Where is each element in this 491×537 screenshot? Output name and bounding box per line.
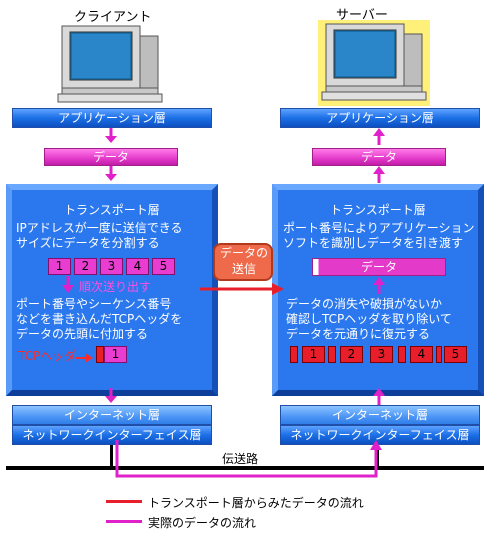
server-title: サーバー [336,8,388,23]
server-internet-layer: インターネット層 [280,405,480,425]
server-segment-2: 2 [340,346,363,363]
server-transport-text1: ポート番号によりアプリケーション ソフトを識別しデータを引き渡す [283,221,475,250]
client-segment-5: 5 [152,258,175,275]
client-down-arrow-1 [104,128,118,148]
server-computer-icon [318,20,430,106]
client-down-arrow-3 [104,388,118,408]
client-segment-2: 2 [74,258,97,275]
client-segment-3: 3 [100,258,123,275]
legend-label-transport: トランスポート層からみたデータの流れ [148,496,364,510]
client-segment-1: 1 [48,258,71,275]
client-internet-layer: インターネット層 [12,405,212,425]
server-segment-3: 3 [370,346,393,363]
client-transport-text2: ポート番号やシーケンス番号 などを書き込んだTCPヘッダを データの先頭に付加す… [16,297,183,341]
legend-label-actual: 実際のデータの流れ [148,516,257,530]
server-segment-1: 1 [302,346,325,363]
server-header-4 [398,346,406,363]
legend-line-transport [106,500,142,503]
client-tcp-segment: 1 [104,346,127,363]
server-segment-4: 4 [410,346,433,363]
client-tcp-header-arrow [76,349,94,368]
server-up-arrow-2 [372,166,386,188]
transmission-path-label: 伝送路 [222,452,259,466]
server-data-bar: データ [312,148,446,166]
transport-flow-arrow [200,280,286,299]
server-header-2 [328,346,336,363]
client-segment-4: 4 [126,258,149,275]
client-data-bar: データ [44,148,178,166]
server-application-layer: アプリケーション層 [280,108,480,128]
client-sequential-arrow [61,276,75,298]
server-inner-up-arrow [372,277,386,299]
server-header-5 [436,346,442,363]
actual-flow-path [100,440,390,486]
server-up-arrow-1 [372,128,386,150]
client-tcp-header-label: TCPヘッダ [18,349,77,363]
server-segment-5: 5 [444,346,467,363]
send-badge [213,243,273,281]
server-transport-text2: データの消失や破損がないか 確認しTCPヘッダを取り除いて データを元通りに復元… [286,297,452,341]
client-network-interface-layer: ネットワークインターフェイス層 [12,425,212,445]
client-sequential-send: 順次送り出す [79,280,152,294]
client-down-arrow-2 [104,166,118,186]
send-label: データの 送信 [219,246,268,276]
server-transport-title: トランスポート層 [330,203,426,217]
transmission-path-line [6,466,484,470]
client-title: クライアント [74,10,152,25]
client-application-layer: アプリケーション層 [12,108,212,128]
client-transport-title: トランスポート層 [64,203,160,217]
server-data-bar-inner: データ [312,258,446,276]
legend-line-actual [106,520,142,523]
client-tcp-header-block [96,346,104,363]
server-network-interface-layer: ネットワークインターフェイス層 [280,425,480,445]
server-header-1 [290,346,298,363]
client-drop-line [110,445,113,467]
client-computer-icon [56,24,168,104]
client-transport-text1: IPアドレスが一度に送信できる サイズにデータを分割する [16,221,183,250]
server-up-arrow-3 [372,388,386,410]
